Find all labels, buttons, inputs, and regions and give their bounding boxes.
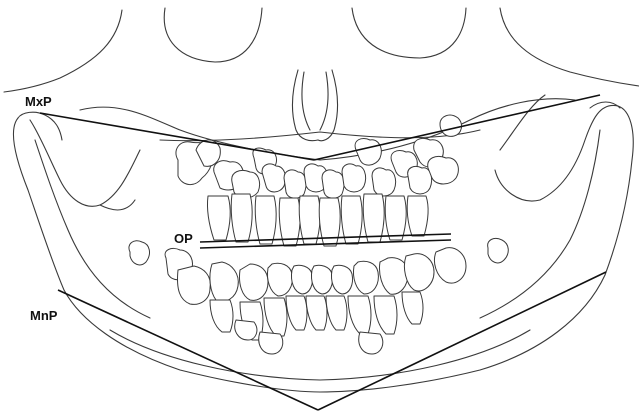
- lower-teeth: [129, 238, 508, 304]
- nasal-cavity-left: [302, 72, 310, 130]
- ramus-left: [35, 140, 150, 318]
- right-orbit-inner: [352, 8, 466, 58]
- upper-teeth: [176, 115, 462, 198]
- mandible-inner: [30, 120, 140, 206]
- nasal-septum-left: [292, 70, 318, 141]
- maxillary-plane-right: [314, 95, 600, 160]
- mxp-label: MxP: [25, 94, 52, 109]
- mandible-outline: [13, 105, 633, 392]
- left-orbit-inner: [164, 8, 262, 62]
- mnp-label: MnP: [30, 308, 58, 323]
- right-orbit: [500, 8, 639, 86]
- op-label: OP: [174, 231, 193, 246]
- lower-jaw-contour: [110, 330, 530, 380]
- ramus-right: [480, 130, 600, 318]
- lower-roots: [210, 292, 423, 354]
- coronoid-right: [500, 95, 545, 150]
- nasal-cavity-right: [320, 72, 328, 130]
- left-orbit: [4, 10, 122, 92]
